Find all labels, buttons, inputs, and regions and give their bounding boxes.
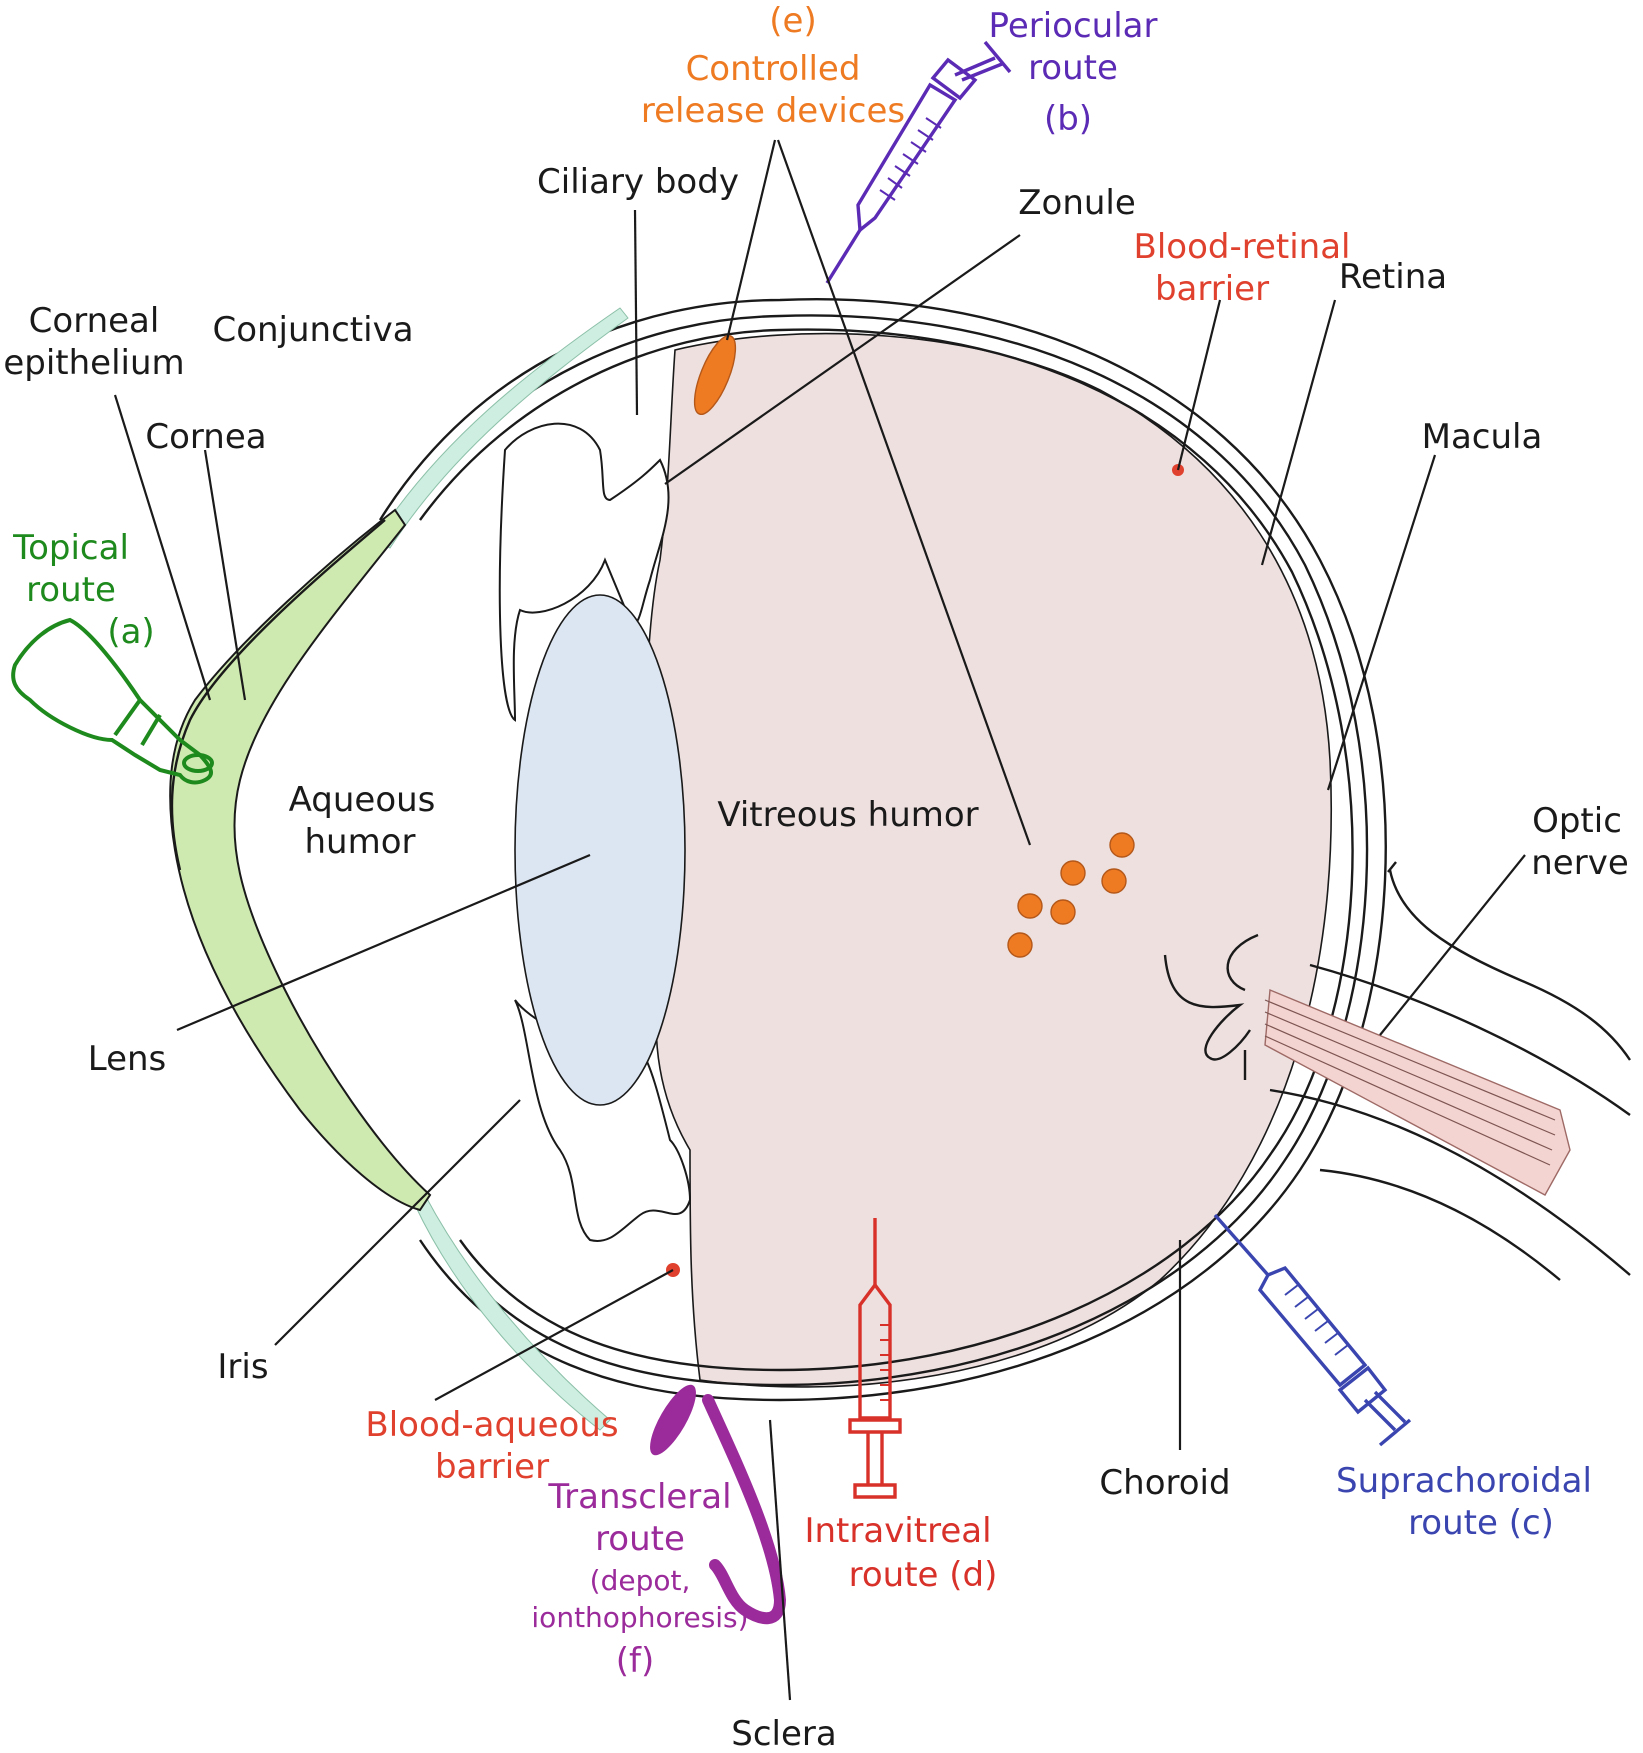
optic-nerve-line2: nerve (1531, 843, 1628, 883)
periocular-syringe-icon (825, 40, 1012, 284)
transscleral-depot (650, 1384, 696, 1456)
eye-drop-bottle-icon (11, 617, 214, 785)
intravitreal-line2: route (d) (849, 1555, 998, 1595)
transscleral-line2: route (595, 1519, 685, 1559)
controlled-release-line1: Controlled (686, 49, 861, 89)
intravitreal-syringe-icon (848, 1218, 902, 1499)
iris-label: Iris (217, 1347, 268, 1387)
transscleral-line4: ionthophoresis) (531, 1601, 748, 1634)
choroid-outline (399, 314, 1369, 1387)
controlled-release-implant (693, 335, 737, 415)
suprachoroidal-line1: Suprachoroidal (1336, 1461, 1592, 1501)
retina-label: Retina (1339, 257, 1447, 297)
blood-retinal-line1: Blood-retinal (1134, 227, 1351, 267)
lens (514, 594, 686, 1106)
transscleral-letter: (f) (616, 1641, 655, 1681)
leader-lines (113, 139, 1526, 1701)
choroid-label: Choroid (1099, 1463, 1230, 1503)
macula-label: Macula (1422, 417, 1543, 457)
topical-line1: Topical (12, 528, 129, 568)
corneal-epithelium-line1: Corneal (29, 301, 160, 341)
blood-aqueous-line1: Blood-aqueous (365, 1405, 618, 1445)
conjunctiva-label: Conjunctiva (212, 310, 413, 350)
aqueous-humor-line1: Aqueous (289, 780, 436, 820)
cornea-label: Cornea (145, 417, 266, 457)
transscleral-line1: Transcleral (547, 1477, 731, 1517)
suprachoroidal-line2: route (c) (1408, 1503, 1554, 1543)
ciliary-body-label: Ciliary body (537, 162, 739, 202)
controlled-release-line2: release devices (641, 91, 905, 131)
optic-nerve-line1: Optic (1532, 801, 1622, 841)
optic-nerve (1264, 988, 1571, 1196)
optic-nerve-sheath (1388, 869, 1631, 1061)
aqueous-humor-line2: humor (305, 822, 416, 862)
transscleral-line3: (depot, (590, 1564, 691, 1597)
topical-letter: (a) (107, 612, 154, 652)
controlled-release-letter: (e) (769, 1, 816, 41)
optic-disc (1163, 954, 1251, 1061)
sclera-outline (378, 298, 1387, 1402)
lens-label: Lens (88, 1039, 167, 1079)
topical-line2: route (26, 570, 116, 610)
vitreous-humor-label: Vitreous humor (717, 795, 978, 835)
zonule-label: Zonule (1018, 183, 1136, 223)
cornea (169, 508, 432, 1212)
intravitreal-line1: Intravitreal (804, 1511, 991, 1551)
periocular-letter: (b) (1044, 99, 1092, 139)
transscleral-iontophoresis-device (702, 1394, 787, 1625)
periocular-line1: Periocular (989, 6, 1158, 46)
periocular-line2: route (1028, 48, 1118, 88)
sclera-label: Sclera (731, 1714, 836, 1753)
controlled-release-microspheres (1007, 832, 1135, 958)
retina-outline (419, 328, 1354, 1372)
ciliary-body-upper (498, 422, 670, 722)
blood-aqueous-line2: barrier (435, 1447, 549, 1487)
suprachoroidal-syringe-icon (1213, 1213, 1412, 1447)
blood-retinal-line2: barrier (1155, 269, 1269, 309)
corneal-epithelium-line2: epithelium (3, 343, 184, 383)
